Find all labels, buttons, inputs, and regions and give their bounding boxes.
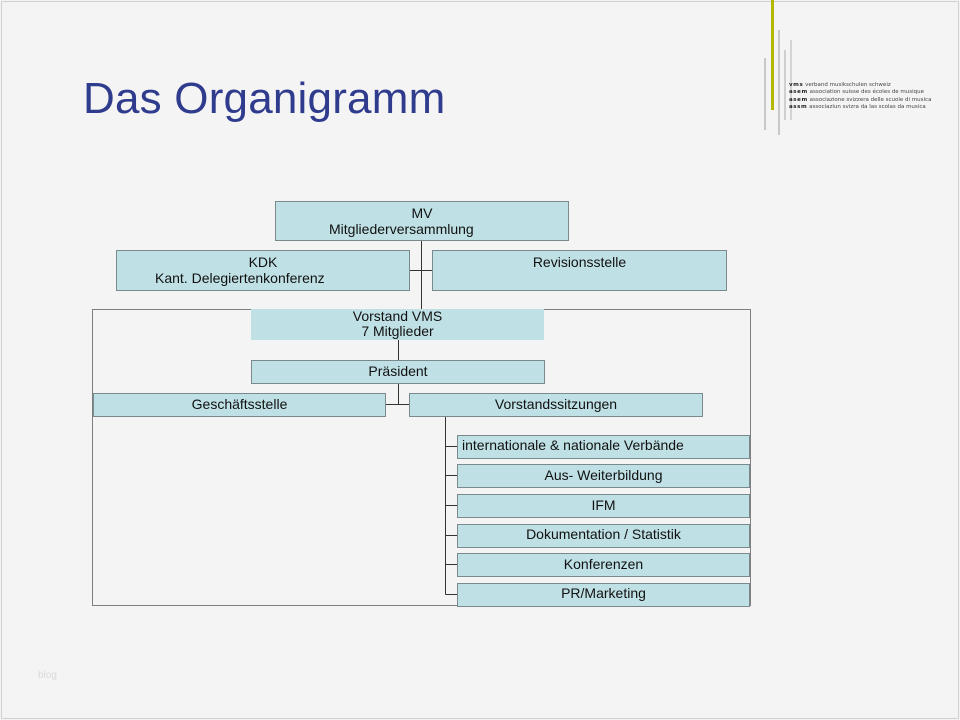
org-box-dokumentation: Dokumentation / Statistik	[457, 524, 750, 548]
mv-abbrev: MV	[411, 205, 433, 221]
sub-item-label: PR/Marketing	[561, 585, 646, 601]
org-box-mv: MV Mitgliederversammlung	[275, 201, 569, 241]
org-box-pr-marketing: PR/Marketing	[457, 583, 750, 607]
vorstand-name: Vorstand VMS	[352, 308, 443, 324]
vms-logo-bars-icon	[764, 0, 792, 135]
org-box-internationale-verbaende: internationale & nationale Verbände	[457, 435, 750, 459]
sub-item-label: Konferenzen	[563, 556, 644, 572]
geschaeftsstelle-label: Geschäftsstelle	[191, 396, 288, 412]
kdk-abbrev: KDK	[248, 254, 278, 270]
logo-text: vms verband musikschulen schweiz asem as…	[789, 82, 931, 112]
sub-item-label: Aus- Weiterbildung	[544, 467, 663, 483]
sub-item-label: internationale & nationale Verbände	[462, 437, 684, 453]
footer-text: blog	[38, 670, 57, 681]
mv-fullname: Mitgliederversammlung	[329, 221, 474, 237]
org-box-kdk: KDK Kant. Delegiertenkonferenz	[116, 250, 410, 291]
logo-line: vms verband musikschulen schweiz	[789, 82, 891, 88]
logo-line: assm associaziun svizra da las scolas da…	[789, 104, 926, 111]
vorstandssitzungen-label: Vorstandssitzungen	[494, 396, 618, 412]
sub-item-label: Dokumentation / Statistik	[526, 526, 681, 542]
org-box-weiterbildung: Aus- Weiterbildung	[457, 464, 750, 488]
logo-line: asem associazione svizzera delle scuole …	[789, 96, 932, 103]
org-box-praesident: Präsident	[251, 360, 545, 384]
praesident-label: Präsident	[368, 363, 428, 379]
org-box-konferenzen: Konferenzen	[457, 553, 750, 577]
org-box-revisionsstelle: Revisionsstelle	[432, 250, 727, 291]
sub-item-label: IFM	[591, 497, 616, 513]
org-box-vorstand: Vorstand VMS 7 Mitglieder	[251, 309, 544, 340]
revisionsstelle-label: Revisionsstelle	[532, 254, 627, 270]
vorstand-members: 7 Mitglieder	[361, 323, 434, 339]
org-box-geschaeftsstelle: Geschäftsstelle	[93, 393, 386, 417]
org-box-vorstandssitzungen: Vorstandssitzungen	[409, 393, 703, 417]
kdk-fullname: Kant. Delegiertenkonferenz	[155, 270, 325, 286]
org-box-ifm: IFM	[457, 494, 750, 518]
page-title: Das Organigramm	[83, 74, 446, 123]
logo-line: asem association suisse des écoles de mu…	[789, 89, 925, 96]
